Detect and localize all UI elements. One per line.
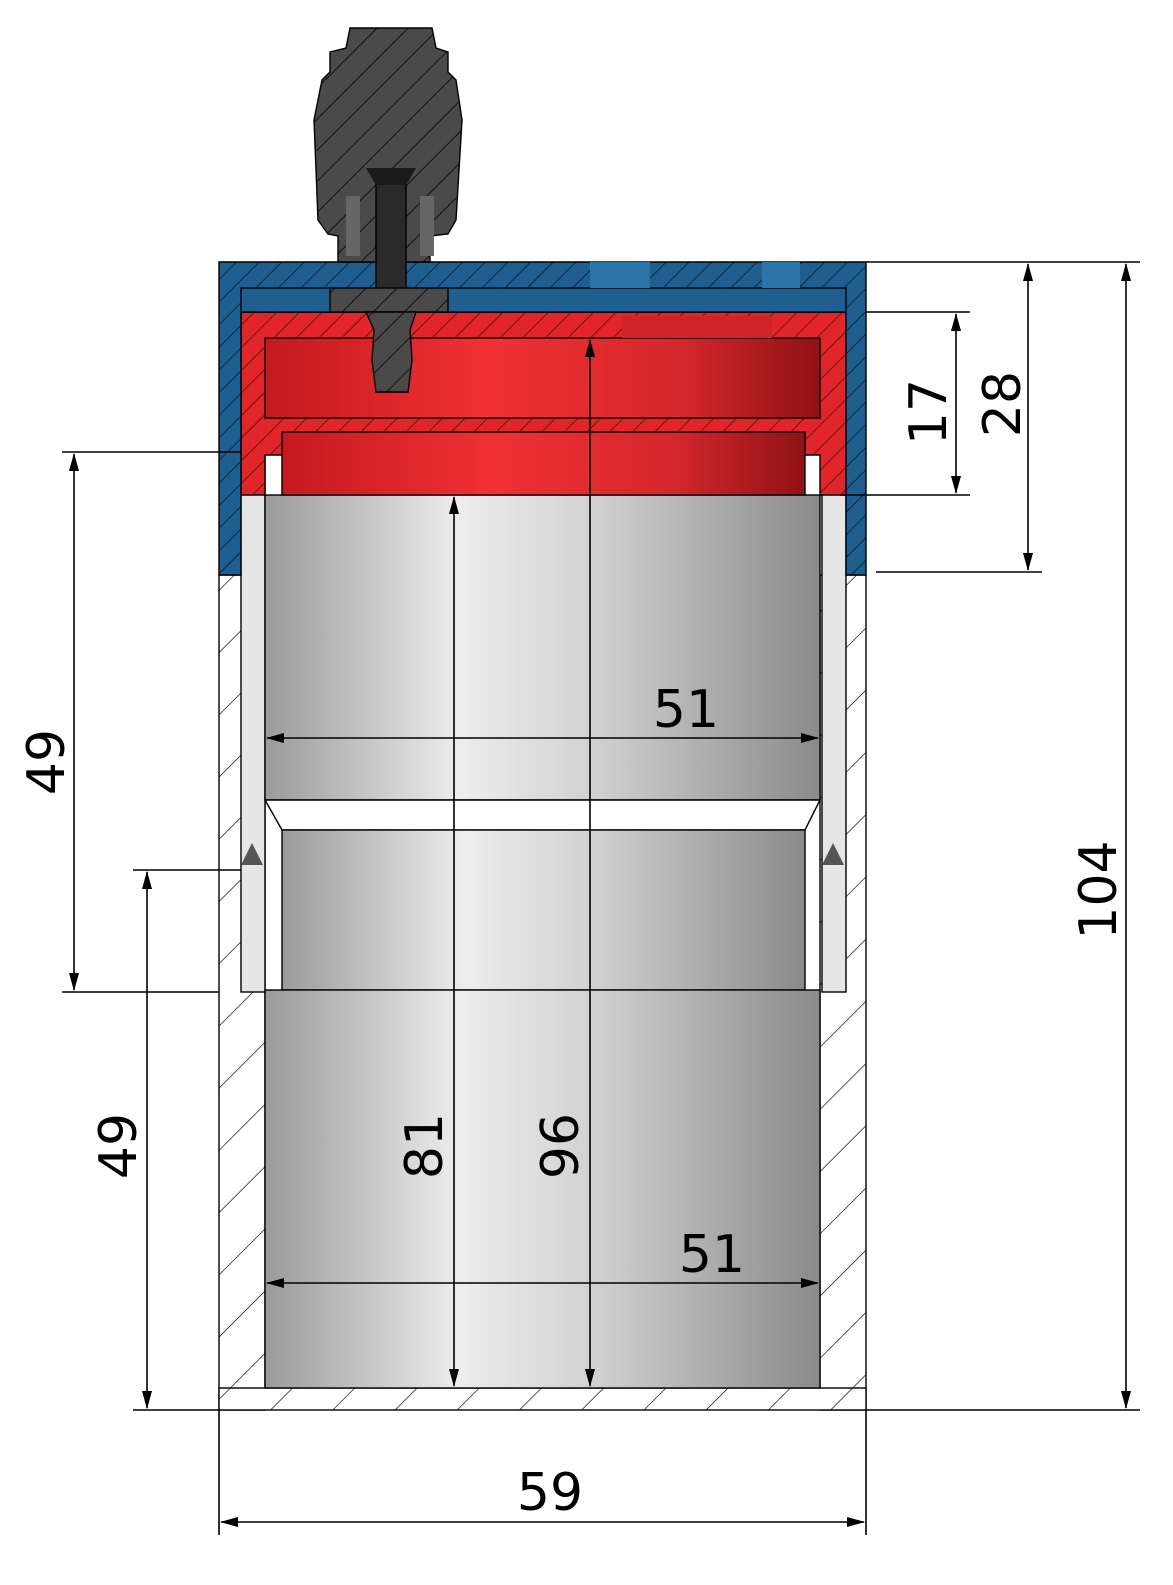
valve-stem-head xyxy=(366,168,416,185)
red-insert-seat xyxy=(622,316,772,338)
label-51-upper: 51 xyxy=(653,680,719,740)
valve-clip-left xyxy=(346,196,360,256)
red-insert-bottom xyxy=(281,431,806,496)
middle-bore xyxy=(281,829,806,991)
upper-bore xyxy=(264,494,821,801)
valve-tip xyxy=(364,311,417,393)
red-insert-top xyxy=(264,337,821,419)
blue-cap-post-1 xyxy=(590,262,650,288)
snap-nub-right xyxy=(822,843,844,865)
body-section xyxy=(218,451,867,1411)
upper-sleeve-right xyxy=(821,451,847,993)
bore-taper xyxy=(263,799,822,831)
label-49-upper: 49 xyxy=(17,729,77,795)
blue-cap-post-2 xyxy=(762,262,800,288)
valve-base xyxy=(329,287,449,313)
label-51-lower: 51 xyxy=(679,1225,745,1285)
body-bottom xyxy=(218,1387,867,1411)
lower-bore xyxy=(264,989,821,1389)
dimension-lines xyxy=(69,263,1131,1527)
inner-bores xyxy=(241,494,844,1389)
extension-lines xyxy=(62,261,1140,1535)
label-17: 17 xyxy=(899,379,959,445)
label-81: 81 xyxy=(395,1113,455,1179)
dimension-labels: 104 28 17 49 49 81 96 51 51 59 xyxy=(17,371,1129,1523)
upper-sleeve-left xyxy=(240,451,266,993)
red-insert xyxy=(240,311,847,496)
label-28: 28 xyxy=(973,371,1033,437)
label-104: 104 xyxy=(1069,840,1129,939)
valve-connector xyxy=(313,27,463,393)
valve-stem xyxy=(375,169,407,311)
snap-nub-left xyxy=(241,843,263,865)
label-59: 59 xyxy=(517,1463,583,1523)
valve-clip-right xyxy=(420,196,434,256)
label-49-lower: 49 xyxy=(89,1113,149,1179)
label-96: 96 xyxy=(531,1113,591,1179)
